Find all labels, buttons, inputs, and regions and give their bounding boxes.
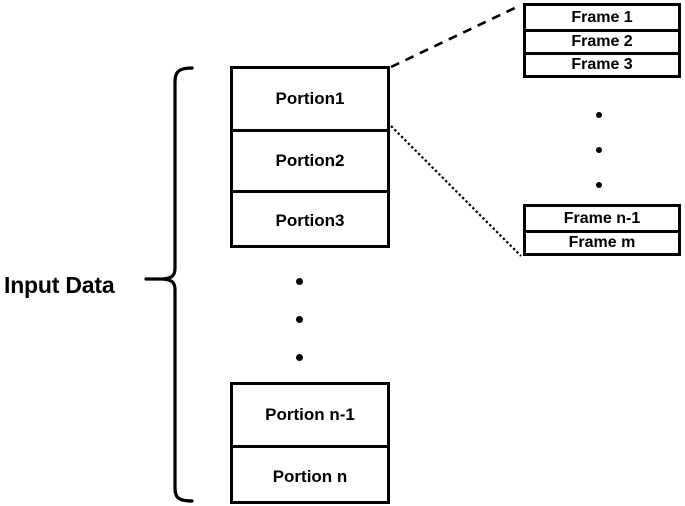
connector-dotted-bottom <box>390 125 522 257</box>
frame-cell[interactable]: Frame 2 <box>526 29 678 52</box>
input-data-brace <box>144 66 194 503</box>
ellipsis-dot <box>296 278 303 285</box>
frame-cell[interactable]: Frame n-1 <box>563 209 641 227</box>
ellipsis-dot <box>596 147 602 153</box>
portion-ellipsis-icon <box>296 278 303 361</box>
frame-group-top: Frame 1 Frame 2 Frame 3 <box>523 3 681 78</box>
frame-cell[interactable]: Frame 1 <box>571 8 633 26</box>
portion-cell[interactable]: Portion n <box>233 445 387 505</box>
ellipsis-dot <box>296 354 303 361</box>
portion-cell[interactable]: Portion1 <box>275 89 345 109</box>
frame-cell[interactable]: Frame 3 <box>526 52 678 75</box>
frame-group-bottom: Frame n-1 Frame m <box>523 204 681 256</box>
connector-dashed-top <box>390 3 522 69</box>
portion-group-bottom: Portion n-1 Portion n <box>230 382 390 504</box>
portion-group-top: Portion1 Portion2 Portion3 <box>230 66 390 248</box>
portion-cell[interactable]: Portion2 <box>233 129 387 189</box>
ellipsis-dot <box>596 182 602 188</box>
ellipsis-dot <box>596 112 602 118</box>
portion-cell[interactable]: Portion n-1 <box>265 405 355 425</box>
frame-cell[interactable]: Frame m <box>526 230 678 253</box>
ellipsis-dot <box>296 316 303 323</box>
frame-ellipsis-icon <box>596 112 602 188</box>
input-data-label: Input Data <box>4 272 115 298</box>
portion-cell[interactable]: Portion3 <box>233 189 387 250</box>
